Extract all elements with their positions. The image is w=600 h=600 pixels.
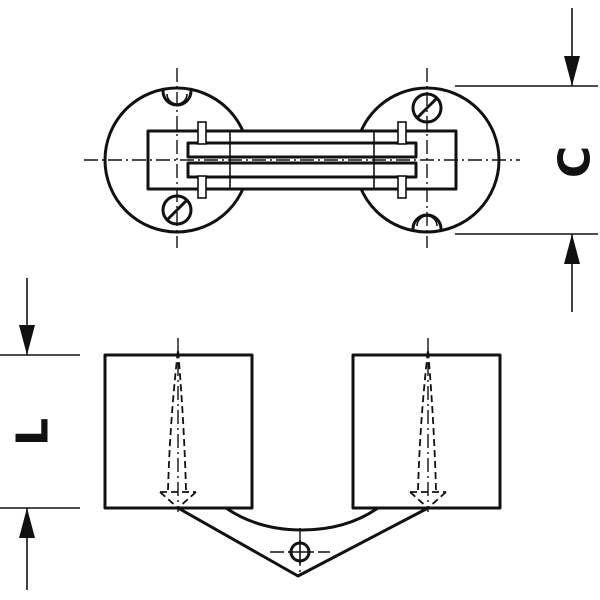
l-dimension-label: L [8,418,59,446]
pivot-pin-icon [288,540,312,564]
pin-top-left [197,121,207,145]
pin-top-right [397,121,407,145]
pin-bottom-left [197,175,207,199]
c-arrow-up-icon [564,234,580,264]
l-arrow-up-icon [19,508,35,538]
slotted-screw-icon [411,92,443,124]
l-arrow-down-icon [19,325,35,355]
lower-link-bar [186,161,418,179]
upper-link-bar [186,141,418,159]
left-hidden-screw [159,349,197,509]
c-dimension-label: C [550,146,600,178]
pin-bottom-right [397,175,407,199]
side-view [103,338,502,578]
top-view [84,68,520,248]
right-block [351,353,502,510]
dimension-l: L [0,278,80,590]
dimension-c: C [455,8,600,312]
c-arrow-down-icon [564,56,580,86]
